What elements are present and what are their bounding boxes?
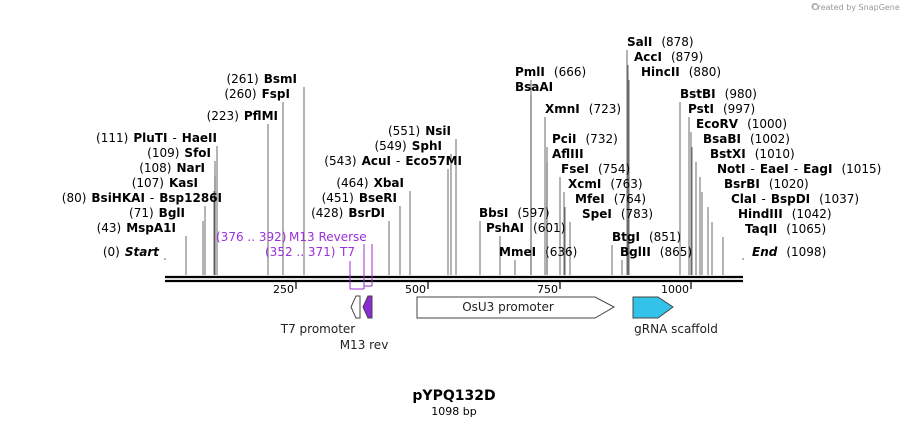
- site-label-acci[interactable]: AccI(879): [634, 50, 703, 64]
- plasmid-name: pYPQ132D: [412, 388, 495, 404]
- site-label-mmei[interactable]: MmeI(636): [499, 245, 577, 259]
- sequence-backbone: [165, 275, 743, 283]
- site-label-bsihkai[interactable]: (80)BsiHKAI-Bsp1286I: [62, 191, 222, 205]
- feature-m13-rev[interactable]: M13 rev: [340, 295, 389, 352]
- site-label-acui[interactable]: (543)AcuI-Eco57MI: [324, 154, 462, 168]
- site-label-bgli[interactable]: (71)BglI: [129, 206, 185, 220]
- site-label-end[interactable]: End(1098): [752, 245, 826, 259]
- feature-label: gRNA scaffold: [634, 322, 718, 336]
- site-label-pluti[interactable]: (111)PluTI-HaeII: [96, 131, 217, 145]
- restriction-site-labels: (0)Start (43)MspA1I(71)BglI(80)BsiHKAI-Bs…: [62, 35, 882, 259]
- feature-t7-promoter[interactable]: T7 promoter: [280, 295, 361, 336]
- site-label-sali[interactable]: SalI(878): [627, 35, 694, 49]
- site-label-bsmi[interactable]: (261)BsmI: [226, 72, 297, 86]
- site-label-kasi[interactable]: (107)KasI: [132, 176, 198, 190]
- feature-label: M13 rev: [340, 338, 389, 352]
- site-label-bsabi[interactable]: BsaBI(1002): [703, 132, 790, 146]
- site-label-sphi[interactable]: (549)SphI: [374, 139, 442, 153]
- site-label-fspi[interactable]: (260)FspI: [224, 87, 290, 101]
- site-label-xbai[interactable]: (464)XbaI: [336, 176, 404, 190]
- site-label-mfei[interactable]: MfeI(764): [575, 192, 646, 206]
- site-label-mspa1i[interactable]: (43)MspA1I: [97, 221, 176, 235]
- site-label-bglii[interactable]: BglII(865): [620, 245, 692, 259]
- site-label-clai[interactable]: ClaI-BspDI(1037): [731, 192, 859, 206]
- site-label-xmni[interactable]: XmnI(723): [545, 102, 621, 116]
- ruler-tick-label: 750: [537, 283, 558, 296]
- feature-label: T7 promoter: [280, 322, 356, 336]
- primer-t7-label[interactable]: T7: [339, 245, 355, 259]
- feature-label: OsU3 promoter: [462, 300, 554, 314]
- primer-m13-reverse-range[interactable]: (376 .. 392): [216, 230, 286, 244]
- feature-grna-scaffold[interactable]: gRNA scaffold: [632, 296, 718, 336]
- ruler-tick-label: 500: [405, 283, 426, 296]
- feature-osu3-promoter[interactable]: OsU3 promoter: [416, 296, 616, 319]
- site-label-bstxi[interactable]: BstXI(1010): [710, 147, 795, 161]
- site-label-btgi[interactable]: BtgI(851): [612, 230, 681, 244]
- site-label-psti[interactable]: PstI(997): [688, 102, 755, 116]
- site-label-pshai[interactable]: PshAI(601): [486, 221, 565, 235]
- site-label-start[interactable]: (0)Start: [103, 245, 160, 259]
- plasmid-size: 1098 bp: [431, 405, 476, 418]
- site-label-pflmi[interactable]: (223)PflMI: [207, 109, 278, 123]
- ruler-tick-label: 1000: [661, 283, 689, 296]
- site-label-hindiii[interactable]: HindIII(1042): [738, 207, 832, 221]
- site-label-pmli[interactable]: PmlI(666): [515, 65, 586, 79]
- site-label-noti[interactable]: NotI-EaeI-EagI(1015): [717, 162, 881, 176]
- site-label-sfoi[interactable]: (109)SfoI: [147, 146, 211, 160]
- site-label-ecorv[interactable]: EcoRV(1000): [696, 117, 787, 131]
- ruler: 250 500 750 1000: [273, 282, 692, 296]
- primer-t7-range[interactable]: (352 .. 371): [265, 245, 335, 259]
- snapgene-credit: Created by SnapGene: [812, 3, 900, 12]
- site-label-bsaai[interactable]: BsaAI: [515, 80, 553, 94]
- site-label-bsrdi[interactable]: (428)BsrDI: [311, 206, 385, 220]
- ruler-tick-label: 250: [273, 283, 294, 296]
- site-label-nari[interactable]: (108)NarI: [139, 161, 205, 175]
- primer-annotations: (376 .. 392) M13 Reverse (352 .. 371) T7: [216, 230, 373, 290]
- site-label-afliii[interactable]: AflIII: [552, 147, 584, 161]
- site-label-xcmi[interactable]: XcmI(763): [568, 177, 643, 191]
- site-label-bstbi[interactable]: BstBI(980): [680, 87, 757, 101]
- site-label-spei[interactable]: SpeI(783): [582, 207, 653, 221]
- site-label-bbsi[interactable]: BbsI(597): [479, 206, 550, 220]
- site-label-nsii[interactable]: (551)NsiI: [388, 124, 451, 138]
- site-label-taqii[interactable]: TaqII(1065): [745, 222, 826, 236]
- site-label-bsrbi[interactable]: BsrBI(1020): [724, 177, 809, 191]
- snapgene-logo-icon: [811, 3, 819, 10]
- site-label-hincii[interactable]: HincII(880): [641, 65, 721, 79]
- site-connector-lines: [164, 50, 744, 275]
- primer-m13-reverse-label[interactable]: M13 Reverse: [289, 230, 367, 244]
- site-label-pcii[interactable]: PciI(732): [552, 132, 618, 146]
- site-label-bseri[interactable]: (451)BseRI: [322, 191, 397, 205]
- site-label-fsei[interactable]: FseI(754): [561, 162, 630, 176]
